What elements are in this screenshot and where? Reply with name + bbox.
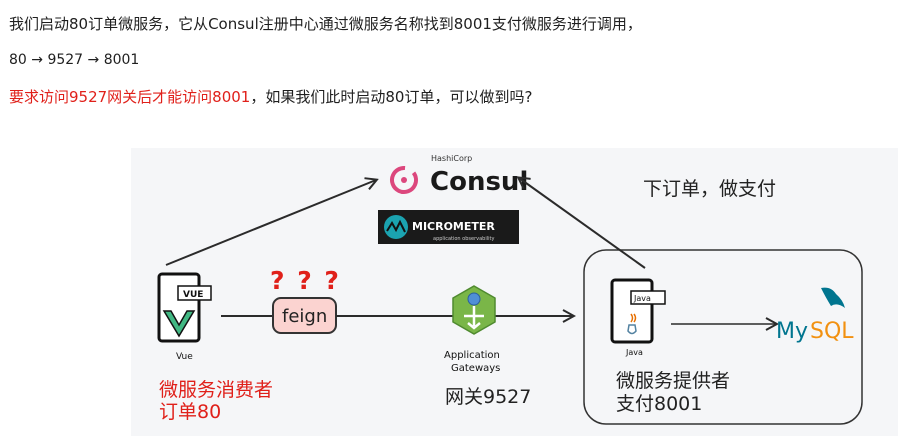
- question-marks: ? ? ?: [270, 266, 341, 295]
- consul-logo: HashiCorp Consul: [390, 154, 528, 197]
- vue-tag-box: [177, 285, 212, 301]
- java-caption: Java: [625, 348, 643, 357]
- flow-text: 80 → 9527 → 8001: [9, 52, 140, 68]
- diagram-canvas: HashiCorp Consul MICROMETER application …: [157, 154, 863, 425]
- java-cup-icon: [627, 324, 637, 335]
- java-steam-icon: [630, 313, 637, 323]
- flow-line: 80 → 9527 → 8001: [9, 50, 139, 70]
- vue-to-consul-arrow: [165, 180, 376, 266]
- vue-card: VUE Vue: [157, 272, 212, 362]
- feign-label: feign: [282, 306, 327, 327]
- vue-caption: Vue: [176, 352, 193, 362]
- micrometer-logo: MICROMETER application observability: [378, 210, 519, 244]
- consumer-port-label: 订单80: [159, 401, 221, 423]
- provider-to-consul-arrow: [519, 178, 646, 269]
- consul-label: Consul: [430, 167, 528, 197]
- gateway-caption-2: Gateways: [451, 363, 500, 374]
- mysql-label-my: My: [776, 319, 808, 344]
- gateway-label: 网关9527: [445, 386, 531, 408]
- gateway-caption-1: Application: [444, 350, 500, 361]
- java-tag: Java: [633, 294, 651, 303]
- consul-icon-dot: [401, 177, 407, 183]
- mysql-label-sql: SQL: [810, 319, 854, 344]
- provider-port-label: 支付8001: [616, 393, 702, 415]
- question-line: 要求访问9527网关后才能访问8001，如果我们此时启动80订单，可以做到吗?: [9, 87, 532, 107]
- consul-icon: [390, 166, 418, 194]
- provider-container: [583, 249, 863, 425]
- question-text: ，如果我们此时启动80订单，可以做到吗?: [250, 88, 533, 106]
- order-note: 下订单，做支付: [643, 178, 776, 200]
- intro-text: 我们启动80订单微服务，它从Consul注册中心通过微服务名称找到8001支付微…: [9, 15, 642, 33]
- requirement-text: 要求访问9527网关后才能访问8001: [9, 88, 251, 106]
- intro-line: 我们启动80订单微服务，它从Consul注册中心通过微服务名称找到8001支付微…: [9, 14, 642, 34]
- mysql-logo: My SQL: [776, 287, 854, 344]
- mysql-dolphin-icon: [821, 287, 845, 308]
- vue-icon: [162, 310, 196, 338]
- vue-tag: VUE: [183, 290, 203, 300]
- provider-label: 微服务提供者: [616, 370, 730, 392]
- java-card: Java Java: [610, 278, 666, 357]
- micrometer-wave: [386, 219, 406, 233]
- consumer-label: 微服务消费者: [159, 379, 273, 401]
- micrometer-icon: [384, 215, 408, 239]
- micrometer-sub: application observability: [433, 236, 494, 242]
- java-tag-box: [630, 290, 666, 305]
- gateway-icon: [452, 285, 496, 335]
- architecture-diagram: HashiCorp Consul MICROMETER application …: [131, 148, 898, 436]
- micrometer-label: MICROMETER: [412, 220, 495, 233]
- hashicorp-label: HashiCorp: [431, 154, 472, 163]
